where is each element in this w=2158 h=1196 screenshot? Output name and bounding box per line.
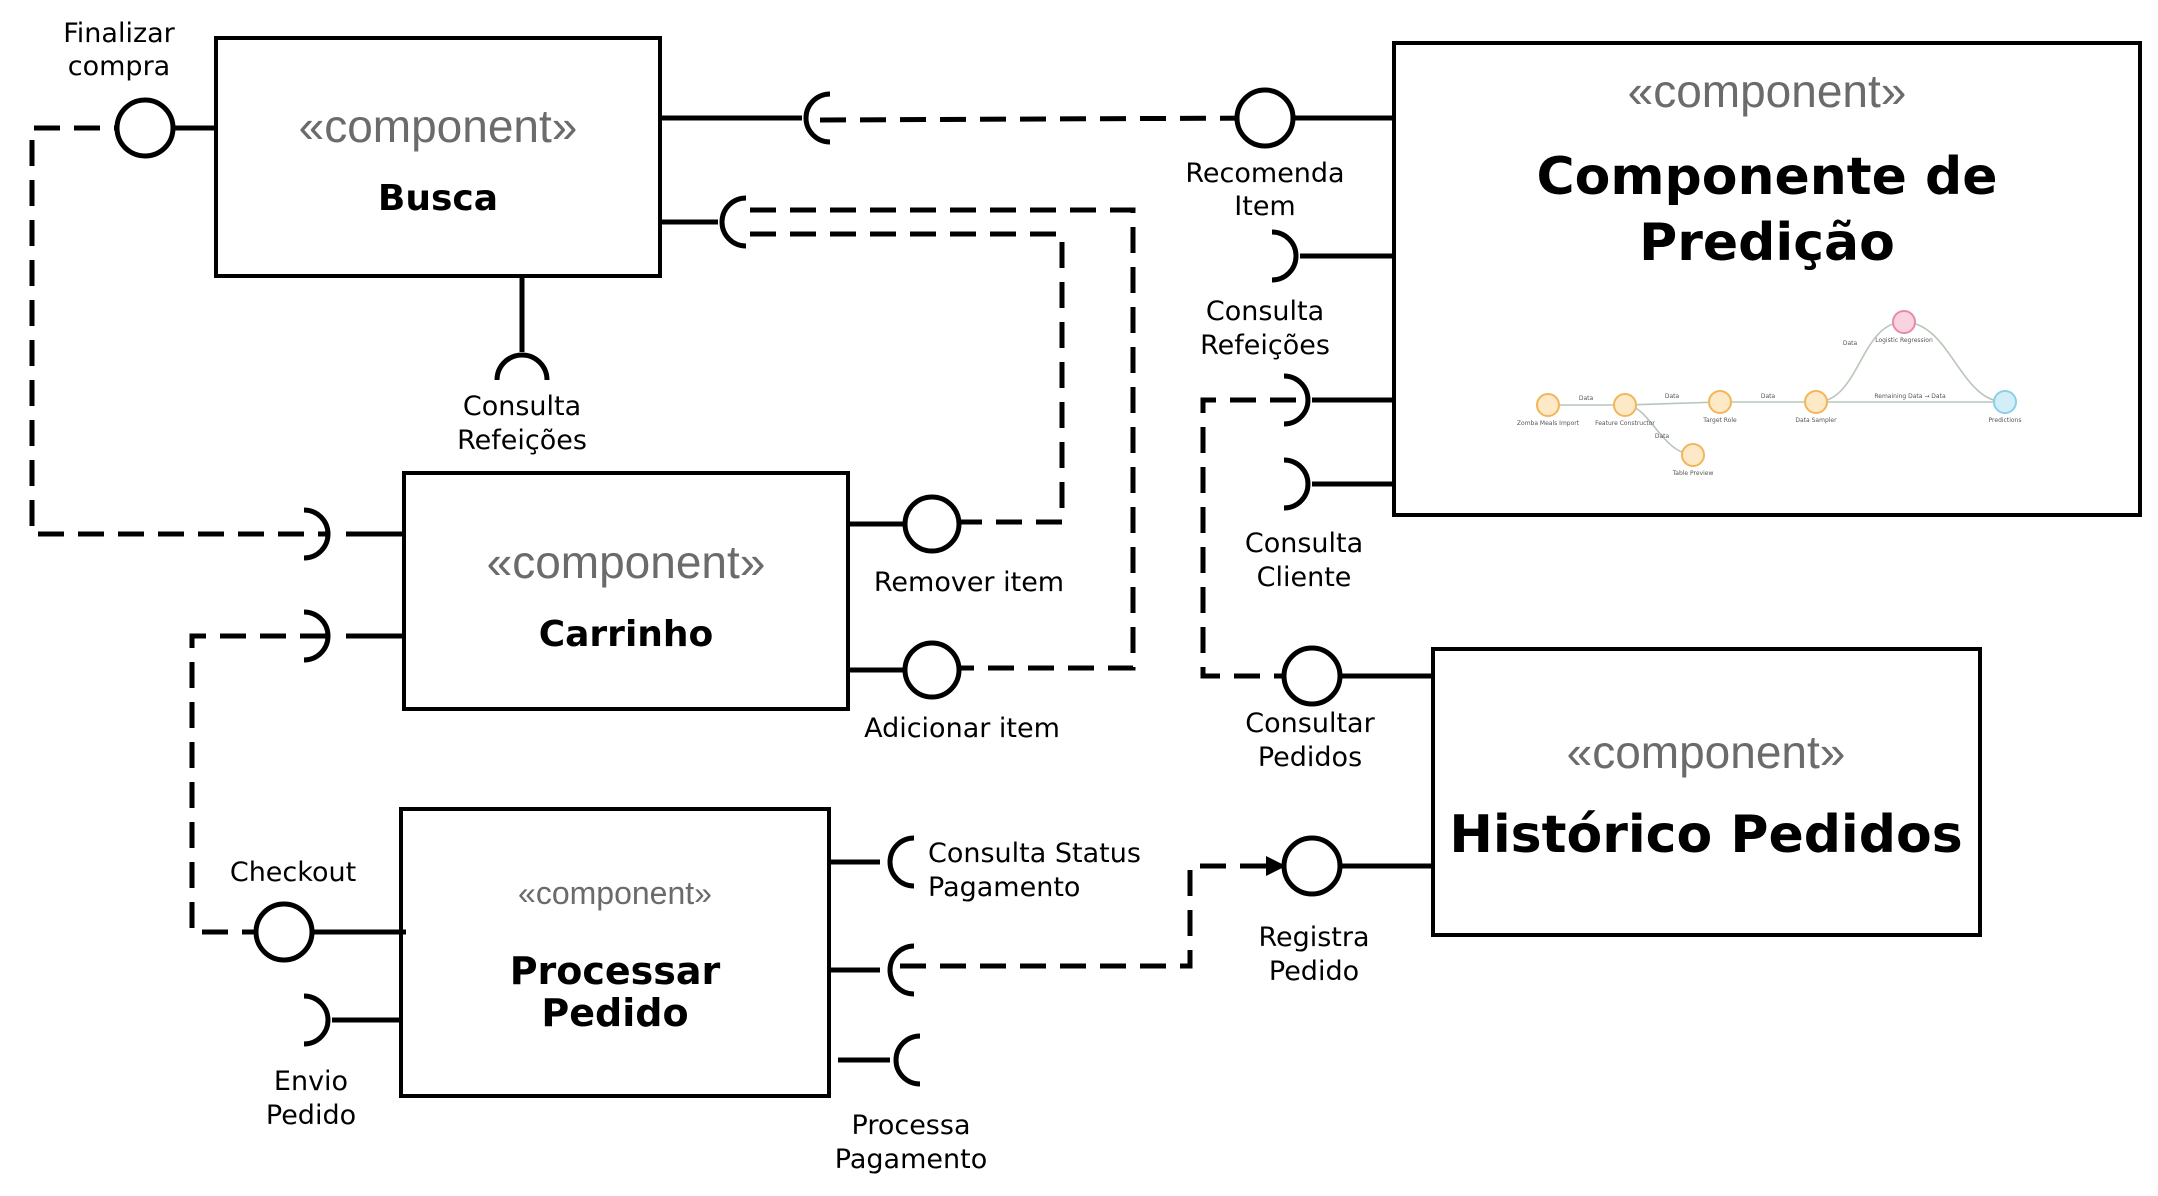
- dep-busca-remover-item: [750, 231, 1065, 525]
- envio-pedido-label-1: Envio: [274, 1066, 348, 1097]
- consultar-pedidos-ball: [1281, 645, 1343, 707]
- wf-link-label-1: Data: [1579, 395, 1594, 402]
- processar-stereotype: «component»: [518, 875, 712, 911]
- dep-finalizar-compra-carrinho: [29, 125, 326, 537]
- historico-stereotype: «component»: [1567, 726, 1846, 778]
- predicao-name-line1: Componente de: [1536, 147, 1997, 207]
- wf-node-predictions-icon: [1993, 390, 2017, 414]
- historico-name: Histórico Pedidos: [1449, 805, 1962, 865]
- dep-consulta-pedidos: [1200, 397, 1305, 679]
- dep-busca-adicionar-item: [750, 207, 1136, 671]
- dashed-dependencies: [29, 115, 1305, 969]
- remover-item-label: Remover item: [874, 567, 1064, 598]
- registra-pedido-label-1: Registra: [1258, 922, 1369, 953]
- busca-consulta-label-2: Refeições: [457, 425, 587, 456]
- processa-pagamento-label-2: Pagamento: [835, 1144, 987, 1175]
- recomenda-item-ball: [1234, 87, 1296, 149]
- historico-component-box: [1431, 647, 1982, 937]
- adicionar-item-label: Adicionar item: [864, 713, 1060, 744]
- processar-component-box: [399, 807, 831, 1098]
- dep-checkout-carrinho: [189, 633, 326, 935]
- pred-consulta-refeicoes-label-2: Refeições: [1200, 330, 1330, 361]
- registra-pedido-ball: [1281, 835, 1343, 897]
- carrinho-finalizar-socket: [303, 507, 331, 561]
- finalizar-compra-label-1: Finalizar: [63, 18, 175, 49]
- wf-link-label-6: Data: [1655, 433, 1670, 440]
- processa-pagamento-label-1: Processa: [852, 1110, 971, 1141]
- consultar-pedidos-label-1: Consultar: [1245, 708, 1375, 739]
- wf-label-predictions: Predictions: [1989, 417, 2022, 424]
- consulta-status-socket: [887, 835, 915, 889]
- workflow-thumbnail: Data Data Data Data Remaining Data → Dat…: [1517, 310, 2022, 477]
- dep-busca-recomenda-item: [819, 115, 1266, 123]
- wf-node-logistic-icon: [1892, 310, 1916, 334]
- wf-link-label-2: Data: [1665, 393, 1680, 400]
- pred-pedidos-socket: [1283, 373, 1311, 427]
- consulta-cliente-label-1: Consulta: [1245, 528, 1363, 559]
- carrinho-name: Carrinho: [539, 614, 714, 655]
- envio-pedido-socket: [303, 993, 331, 1047]
- carrinho-checkout-socket: [303, 609, 331, 663]
- wf-label-zomba: Zomba Meals Import: [1517, 420, 1580, 427]
- wf-node-sampler-icon: [1804, 390, 1828, 414]
- wf-node-target-icon: [1708, 390, 1732, 414]
- consulta-cliente-socket: [1283, 457, 1311, 511]
- processar-name-line1: Processar: [510, 949, 721, 993]
- adicionar-item-ball: [902, 640, 962, 700]
- wf-node-zomba-icon: [1536, 393, 1560, 417]
- pred-consulta-refeicoes-label-1: Consulta: [1206, 296, 1324, 327]
- wf-link-2: [1624, 401, 1721, 406]
- processar-name-line2: Pedido: [541, 991, 688, 1035]
- arrow-head-registra: [1266, 856, 1286, 876]
- wf-label-target: Target Role: [1702, 417, 1737, 424]
- checkout-label: Checkout: [230, 857, 356, 888]
- wf-link-label-5: Remaining Data → Data: [1874, 393, 1946, 400]
- dep-registra-pedido: [900, 863, 1268, 969]
- wf-label-sampler: Data Sampler: [1795, 417, 1837, 424]
- finalizar-compra-label-2: compra: [68, 51, 170, 82]
- wf-label-feature: Feature Constructor: [1595, 420, 1655, 427]
- checkout-ball: [253, 901, 315, 963]
- busca-consulta-socket: [494, 352, 550, 381]
- recomenda-item-label-2: Item: [1234, 191, 1295, 222]
- remover-item-ball: [902, 494, 962, 554]
- carrinho-stereotype: «component»: [487, 536, 766, 588]
- busca-stereotype: «component»: [299, 100, 578, 152]
- consulta-cliente-label-2: Cliente: [1257, 562, 1352, 593]
- registra-pedido-label-2: Pedido: [1269, 956, 1359, 987]
- busca-carrinho-socket: [719, 195, 747, 249]
- wf-link-label-3: Data: [1761, 393, 1776, 400]
- wf-link-label-4: Data: [1843, 340, 1858, 347]
- busca-name: Busca: [378, 178, 498, 219]
- busca-component-box: [214, 36, 662, 278]
- finalizar-compra-ball: [114, 97, 176, 159]
- envio-pedido-label-2: Pedido: [266, 1100, 356, 1131]
- consulta-status-label-2: Pagamento: [928, 872, 1080, 903]
- carrinho-component-box: [402, 471, 850, 711]
- predicao-component-box: [1392, 41, 2142, 517]
- processa-pagamento-socket: [893, 1033, 921, 1087]
- predicao-name-line2: Predição: [1639, 213, 1895, 273]
- wf-node-table-icon: [1681, 443, 1705, 467]
- predicao-stereotype: «component»: [1628, 65, 1907, 117]
- busca-consulta-label-1: Consulta: [463, 391, 581, 422]
- wf-label-logistic: Logistic Regression: [1875, 337, 1933, 344]
- wf-node-feature-icon: [1613, 393, 1637, 417]
- pred-consulta-refeicoes-socket: [1271, 229, 1299, 283]
- consultar-pedidos-label-2: Pedidos: [1258, 742, 1362, 773]
- wf-label-table: Table Preview: [1672, 470, 1714, 477]
- processar-registra-socket: [887, 943, 915, 997]
- busca-recomenda-socket: [803, 91, 831, 145]
- recomenda-item-label-1: Recomenda: [1185, 158, 1344, 189]
- consulta-status-label-1: Consulta Status: [928, 838, 1141, 869]
